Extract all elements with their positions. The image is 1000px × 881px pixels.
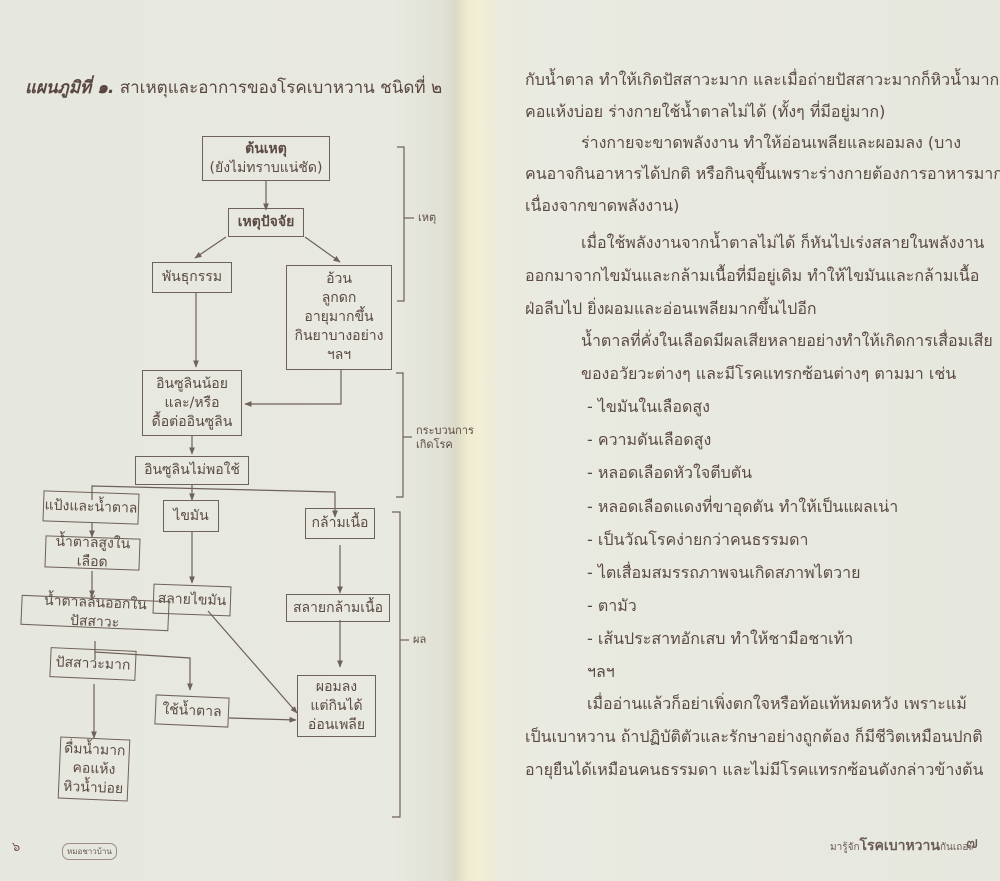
node-use-sugar-label: ใช้น้ำตาล	[162, 701, 222, 720]
bracket-process-line: กระบวนการ	[416, 424, 474, 437]
paragraph-line: อายุยืนได้เหมือนคนธรรมดา และไม่มีโรคแทรก…	[525, 760, 984, 779]
insulin-low-line: อินซูลินน้อย	[156, 375, 228, 392]
flowchart-connectors	[89, 146, 414, 818]
figure-label: แผนภูมิที่ ๑.	[25, 78, 115, 98]
right-page-number: ๗	[966, 833, 979, 852]
list-item: - ไขมันในเลือดสูง	[587, 397, 710, 416]
list-item: - เส้นประสาทอักเสบ ทำให้ชามือชาเท้า	[587, 629, 854, 648]
paragraph-line: กับน้ำตาล ทำให้เกิดปัสสาวะมาก และเมื่อถ่…	[525, 70, 1000, 89]
node-starch-sugar-label: แป้งและน้ำตาล	[44, 497, 138, 517]
lifestyle-item: กินยาบางอย่าง	[294, 328, 384, 344]
footer-suffix: กันเถอะ	[939, 842, 974, 853]
node-high-blood-sugar-label: น้ำตาลสูงในเลือด	[55, 533, 131, 571]
node-use-sugar: ใช้น้ำตาล	[154, 694, 230, 728]
node-polyuria: ปัสสาวะมาก	[49, 647, 137, 681]
weight-loss-line: อ่อนเพลีย	[307, 716, 366, 733]
right-page	[490, 0, 1000, 881]
paragraph-line: น้ำตาลที่คั่งในเลือดมีผลเสียหลายอย่างทำใ…	[581, 331, 993, 350]
list-item: - ไตเสื่อมสมรรถภาพจนเกิดสภาพไตวาย	[587, 563, 861, 582]
weight-loss-line: แต่กินได้	[310, 697, 363, 714]
footer-prefix: มารู้จัก	[830, 842, 860, 853]
node-muscle: กล้ามเนื้อ	[305, 508, 375, 539]
node-root-cause: ต้นเหตุ (ยังไม่ทราบแน่ชัด)	[202, 136, 330, 181]
book-gutter	[455, 0, 495, 881]
lifestyle-item: อายุมากขึ้น	[304, 309, 374, 325]
paragraph-line: เป็นเบาหวาน ถ้าปฏิบัติตัวและรักษาอย่างถู…	[525, 727, 983, 746]
node-genetics: พันธุกรรม	[152, 262, 232, 293]
polydipsia-line: คอแห้ง	[72, 759, 116, 778]
paragraph-line: ฯลฯ	[587, 662, 615, 681]
paragraph-line: เมื่ออ่านแล้วก็อย่าเพิ่งตกใจหรือท้อแท้หม…	[587, 694, 967, 713]
node-starch-sugar: แป้งและน้ำตาล	[42, 490, 140, 525]
paragraph-line: ของอวัยวะต่างๆ และมีโรคแทรกซ้อนต่างๆ ตาม…	[581, 364, 957, 383]
paragraph-line: ร่างกายจะขาดพลังงาน ทำให้อ่อนเพลียและผอม…	[581, 133, 962, 152]
left-page	[0, 0, 462, 881]
bracket-label-cause: เหตุ	[418, 211, 437, 224]
list-item: - หลอดเลือดแดงที่ขาอุดตัน ทำให้เป็นแผลเน…	[587, 497, 899, 516]
paragraph-line: เมื่อใช้พลังงานจากน้ำตาลไม่ได้ ก็หันไปเร…	[581, 233, 985, 252]
node-insulin-insufficient: อินซูลินไม่พอใช้	[135, 456, 249, 485]
paragraph-line: คนอาจกินอาหารได้ปกติ หรือกินจุขึ้นเพราะร…	[525, 164, 1000, 183]
footer-title: โรคเบาหวาน	[859, 838, 940, 854]
node-insulin-insufficient-label: อินซูลินไม่พอใช้	[144, 462, 240, 478]
list-item: - เป็นวัณโรคง่ายกว่าคนธรรมดา	[587, 530, 809, 549]
node-factors: เหตุปัจจัย	[228, 208, 304, 237]
node-fat: ไขมัน	[163, 500, 219, 532]
running-footer: มารู้จักโรคเบาหวานกันเถอะ	[830, 835, 974, 857]
paragraph-line: ฝ่อลีบไป ยิ่งผอมและอ่อนเพลียมากขึ้นไปอีก	[525, 299, 817, 318]
node-insulin-low: อินซูลินน้อย และ/หรือ ดื้อต่ออินซูลิน	[142, 370, 242, 436]
node-root-cause-title: ต้นเหตุ	[245, 140, 287, 157]
paragraph-line: เนื่องจากขาดพลังงาน)	[525, 196, 680, 215]
node-genetics-label: พันธุกรรม	[161, 269, 223, 285]
node-sugar-in-urine-label: น้ำตาลล้นออกในปัสสาวะ	[43, 592, 148, 632]
node-muscle-label: กล้ามเนื้อ	[311, 515, 369, 531]
node-polyuria-label: ปัสสาวะมาก	[55, 653, 131, 674]
node-weight-loss: ผอมลง แต่กินได้ อ่อนเพลีย	[297, 675, 376, 737]
lifestyle-item: อ้วน	[326, 271, 352, 287]
node-fat-label: ไขมัน	[173, 507, 209, 524]
bracket-label-process: กระบวนการ เกิดโรค	[416, 424, 474, 452]
weight-loss-line: ผอมลง	[315, 678, 358, 695]
paragraph-line: ออกมาจากไขมันและกล้ามเนื้อที่มีอยู่เดิม …	[525, 266, 980, 285]
node-polydipsia: ดื่มน้ำมาก คอแห้ง หิวน้ำบ่อย	[57, 736, 131, 802]
insulin-low-line: ดื้อต่ออินซูลิน	[151, 413, 233, 430]
figure-caption: สาเหตุและอาการของโรคเบาหวาน ชนิดที่ ๒	[119, 78, 443, 98]
node-root-cause-sub: (ยังไม่ทราบแน่ชัด)	[209, 159, 323, 176]
list-item: - ความดันเลือดสูง	[587, 430, 712, 449]
paragraph-line: คอแห้งบ่อย ร่างกายใช้น้ำตาลไม่ได้ (ทั้งๆ…	[525, 102, 886, 121]
insulin-low-line: และ/หรือ	[164, 394, 220, 411]
bracket-process-line: เกิดโรค	[416, 438, 453, 451]
list-item: - หลอดเลือดหัวใจตีบตัน	[587, 463, 753, 482]
node-sugar-in-urine: น้ำตาลล้นออกในปัสสาวะ	[20, 593, 170, 632]
lifestyle-item: ฯลฯ	[326, 347, 352, 363]
series-badge: หมอชาวบ้าน	[62, 843, 117, 860]
node-muscle-breakdown-label: สลายกล้ามเนื้อ	[292, 599, 384, 616]
figure-title: แผนภูมิที่ ๑. สาเหตุและอาการของโรคเบาหวา…	[25, 74, 442, 101]
left-page-number: ๖	[12, 840, 21, 855]
bracket-label-result: ผล	[413, 633, 427, 646]
lifestyle-item: ลูกดก	[321, 290, 357, 306]
node-factors-label: เหตุปัจจัย	[237, 214, 295, 230]
node-lifestyle: อ้วน ลูกดก อายุมากขึ้น กินยาบางอย่าง ฯลฯ	[286, 265, 392, 370]
node-high-blood-sugar: น้ำตาลสูงในเลือด	[44, 533, 141, 571]
polydipsia-line: หิวน้ำบ่อย	[62, 778, 124, 797]
list-item: - ตามัว	[587, 596, 637, 615]
node-muscle-breakdown: สลายกล้ามเนื้อ	[286, 594, 390, 622]
